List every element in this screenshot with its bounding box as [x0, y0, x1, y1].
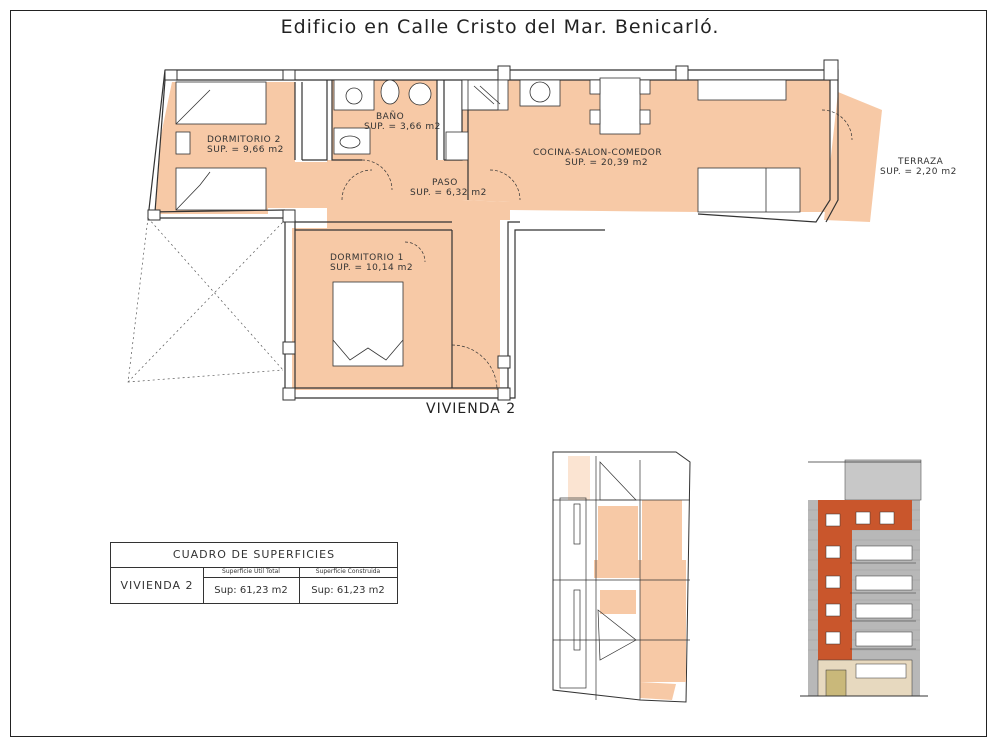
table-col2-header: Superficie Construida	[299, 567, 397, 578]
unit-label: VIVIENDA 2	[426, 401, 517, 417]
dormitorio-1-area-label: SUP. = 10,14 m2	[330, 263, 414, 273]
page-title: Edificio en Calle Cristo del Mar. Benica…	[280, 16, 720, 38]
terraza-name: TERRAZA	[898, 157, 944, 167]
bathroom-fixtures	[333, 79, 432, 155]
terraza-area	[824, 92, 882, 222]
table-col1-value: Sup: 61,23 m2	[203, 578, 300, 604]
kitchen-fixtures	[445, 77, 801, 213]
table-col2-value: Sup: 61,23 m2	[311, 585, 385, 596]
room-fills	[155, 80, 882, 390]
bano-name: BAÑO	[376, 112, 405, 122]
paso-area-label: SUP. = 6,32 m2	[410, 188, 487, 198]
building-plan-thumbnail	[552, 451, 691, 703]
dormitorio-2-name: DORMITORIO 2	[207, 135, 281, 145]
bano-area-label: SUP. = 3,66 m2	[364, 122, 441, 132]
paso-area	[327, 160, 510, 390]
pillars	[147, 59, 839, 401]
cocina-name: COCINA-SALON-COMEDOR	[533, 148, 663, 158]
terraza-area-label: SUP. = 2,20 m2	[880, 167, 957, 177]
cocina-area-label: SUP. = 20,39 m2	[565, 158, 649, 168]
dormitorio-2-area-label: SUP. = 9,66 m2	[207, 145, 284, 155]
table-col1-header: Superficie Útil Total	[203, 567, 300, 578]
beds-dormitorio-2	[175, 81, 267, 211]
drawing-frame	[10, 10, 987, 737]
facade-elevation	[800, 459, 928, 697]
table-row-label: VIVIENDA 2	[111, 567, 204, 604]
doors	[341, 109, 853, 391]
dormitorio-1-name: DORMITORIO 1	[330, 253, 404, 263]
paso-name: PASO	[432, 178, 458, 188]
surfaces-table: CUADRO DE SUPERFICIES VIVIENDA 2 Superfi…	[110, 542, 398, 604]
table-title: CUADRO DE SUPERFICIES	[111, 543, 397, 568]
bed-dormitorio-1	[332, 281, 404, 367]
balcony-outline	[127, 217, 284, 383]
